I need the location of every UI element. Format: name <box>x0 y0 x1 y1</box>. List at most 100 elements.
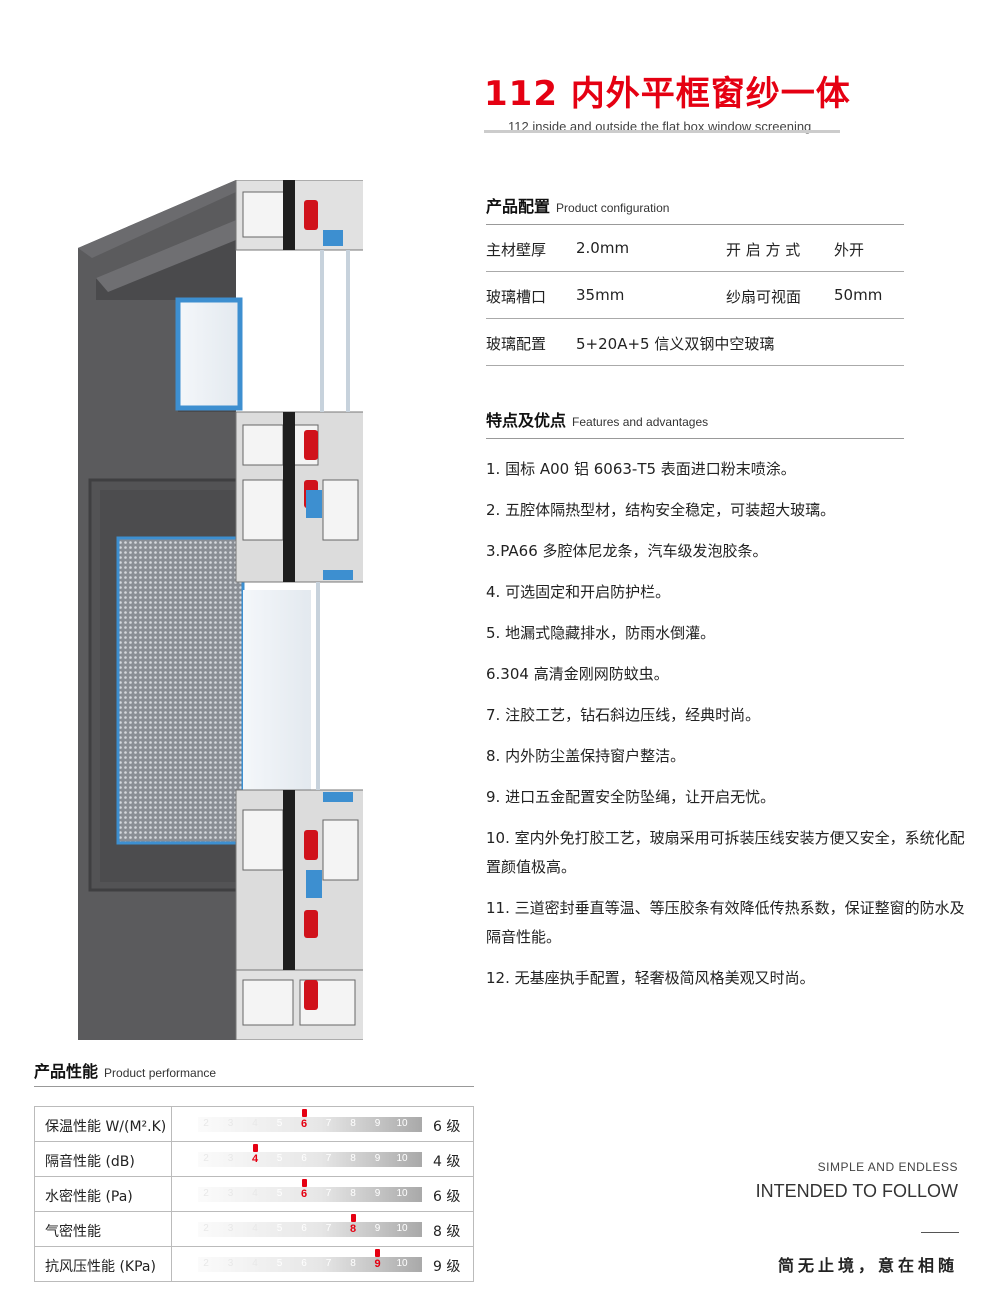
scale-tick: 10 <box>396 1188 408 1199</box>
config-row: 主材壁厚 2.0mm 开 启 方 式 外开 <box>486 225 904 272</box>
list-item: 3.PA66 多腔体尼龙条，汽车级发泡胶条。 <box>486 542 768 560</box>
features-list: 1. 国标 A00 铝 6063-T5 表面进口粉末喷涂。 2. 五腔体隔热型材… <box>486 455 966 1005</box>
scale-tick: 6 <box>301 1258 307 1269</box>
scale-tick: 8 <box>349 1223 357 1235</box>
list-item: 4. 可选固定和开启防护栏。 <box>486 583 671 601</box>
config-heading-en: Product configuration <box>556 201 670 215</box>
scale-tick: 2 <box>203 1223 209 1234</box>
list-item: 6.304 高清金刚网防蚊虫。 <box>486 665 669 683</box>
performance-heading-zh: 产品性能 <box>34 1062 99 1081</box>
scale-tick: 10 <box>396 1258 408 1269</box>
performance-label: 抗风压性能 (KPa) <box>45 1259 156 1275</box>
config-label: 主材壁厚 <box>486 241 547 259</box>
scale-tick: 9 <box>374 1258 381 1270</box>
slogan-chinese: 简无止境，意在相随 <box>777 1256 958 1275</box>
scale-tick: 9 <box>374 1118 381 1129</box>
scale-tick: 4 <box>252 1188 258 1199</box>
performance-label: 保温性能 W/(M².K) <box>45 1119 167 1135</box>
config-value: 外开 <box>834 241 865 259</box>
scale-tick: 6 <box>301 1223 307 1234</box>
config-value: 50mm <box>834 286 883 304</box>
performance-grade: 8 级 <box>433 1224 461 1240</box>
performance-grade: 6 级 <box>433 1119 461 1135</box>
scale-tick: 8 <box>350 1118 356 1129</box>
scale-tick: 6 <box>300 1188 308 1200</box>
rating-marker <box>301 1179 307 1187</box>
config-label: 开 启 方 式 <box>726 241 801 259</box>
scale-tick: 3 <box>227 1153 234 1164</box>
performance-heading: 产品性能 Product performance <box>34 1058 216 1082</box>
scale-tick: 2 <box>203 1258 209 1269</box>
performance-divider <box>34 1086 474 1087</box>
scale-tick: 5 <box>276 1153 283 1164</box>
scale-tick: 4 <box>252 1118 258 1129</box>
rating-marker <box>252 1144 258 1152</box>
scale-tick: 2 <box>203 1153 209 1164</box>
config-value: 2.0mm <box>576 239 630 257</box>
scale-tick: 9 <box>374 1153 381 1164</box>
list-item: 10. 室内外免打胶工艺，玻扇采用可拆装压线安装方便又安全，系统化配置颜值极高。 <box>486 829 965 876</box>
scale-tick: 5 <box>276 1118 283 1129</box>
slogan-large: INTENDED TO FOLLOW <box>755 1181 958 1201</box>
scale-tick: 3 <box>227 1118 234 1129</box>
performance-grade: 4 级 <box>433 1154 461 1170</box>
config-label: 玻璃槽口 <box>486 288 547 306</box>
rating-marker <box>301 1109 307 1117</box>
config-value: 35mm <box>576 286 625 304</box>
scale-tick: 8 <box>350 1258 356 1269</box>
scale-tick: 4 <box>252 1258 258 1269</box>
window-cross-section-illustration <box>78 180 363 1040</box>
scale-tick: 8 <box>350 1153 356 1164</box>
config-row: 玻璃配置 5+20A+5 信义双钢中空玻璃 <box>486 319 904 366</box>
list-item: 8. 内外防尘盖保持窗户整洁。 <box>486 747 686 765</box>
scale-tick: 6 <box>300 1118 308 1130</box>
column-divider <box>171 1107 172 1142</box>
slogan-small: SIMPLE AND ENDLESS <box>817 1160 958 1174</box>
list-item: 9. 进口五金配置安全防坠绳，让开启无忧。 <box>486 788 776 806</box>
config-divider <box>486 224 904 225</box>
list-item: 7. 注胶工艺，钻石斜边压线，经典时尚。 <box>486 706 761 724</box>
config-label: 纱扇可视面 <box>726 288 802 306</box>
list-item: 1. 国标 A00 铝 6063-T5 表面进口粉末喷涂。 <box>486 460 796 478</box>
scale-tick: 7 <box>325 1258 332 1269</box>
column-divider <box>171 1247 172 1282</box>
column-divider <box>171 1142 172 1177</box>
scale-tick: 4 <box>252 1223 258 1234</box>
scale-tick: 9 <box>374 1223 381 1234</box>
config-heading-zh: 产品配置 <box>486 197 551 216</box>
scale-tick: 8 <box>350 1188 356 1199</box>
scale-tick: 9 <box>374 1188 381 1199</box>
config-label: 玻璃配置 <box>486 335 547 353</box>
scale-tick: 10 <box>396 1153 408 1164</box>
performance-label: 气密性能 <box>45 1224 101 1240</box>
performance-label: 隔音性能 (dB) <box>45 1154 135 1170</box>
rating-marker <box>375 1249 380 1257</box>
slogan-divider <box>921 1232 959 1233</box>
performance-heading-en: Product performance <box>104 1066 217 1080</box>
scale-tick: 6 <box>301 1153 307 1164</box>
list-item: 2. 五腔体隔热型材，结构安全稳定，可装超大玻璃。 <box>486 501 836 519</box>
page-title: 112 内外平框窗纱一体 <box>484 74 851 114</box>
performance-table: 保温性能 W/(M².K) 2 3 4 5 6 7 8 9 10 6 级 隔音性能 (dB) 2… <box>34 1106 474 1282</box>
column-divider <box>171 1212 172 1247</box>
rating-marker <box>350 1214 356 1222</box>
subtitle-underline <box>484 130 840 133</box>
performance-grade: 6 级 <box>433 1189 461 1205</box>
list-item: 11. 三道密封垂直等温、等压胶条有效降低传热系数，保证整窗的防水及隔音性能。 <box>486 899 965 946</box>
scale-tick: 3 <box>227 1223 234 1234</box>
scale-tick: 10 <box>396 1118 408 1129</box>
scale-tick: 7 <box>325 1118 332 1129</box>
scale-tick: 5 <box>276 1223 283 1234</box>
list-item: 5. 地漏式隐藏排水，防雨水倒灌。 <box>486 624 716 642</box>
scale-tick: 10 <box>396 1223 408 1234</box>
scale-tick: 3 <box>227 1188 234 1199</box>
